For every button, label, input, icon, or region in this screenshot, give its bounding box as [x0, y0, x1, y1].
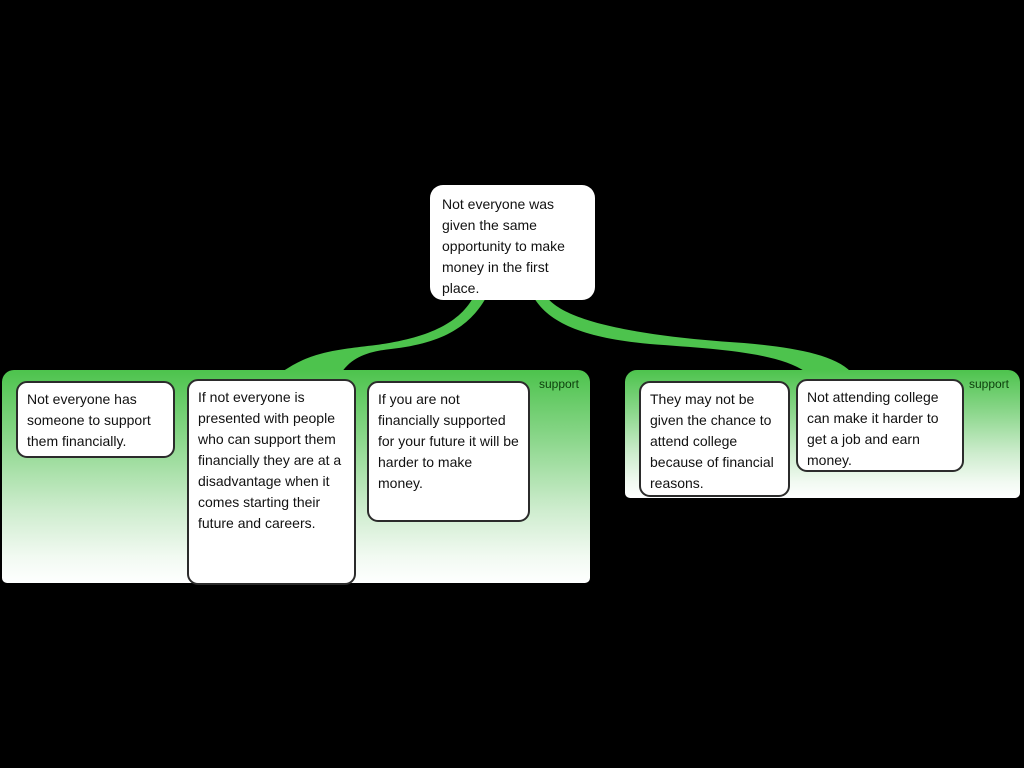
reason-box[interactable]: They may not be given the chance to atte… [639, 381, 790, 497]
root-claim-box[interactable]: Not everyone was given the same opportun… [430, 185, 595, 300]
support-group-2[interactable]: support They may not be given the chance… [625, 370, 1020, 498]
reason-box[interactable]: If not everyone is presented with people… [187, 379, 356, 585]
reason-box[interactable]: If you are not financially supported for… [367, 381, 530, 522]
connector-left-support [282, 296, 487, 372]
support-group-1-label: support [538, 377, 579, 391]
reason-box[interactable]: Not attending college can make it harder… [796, 379, 964, 472]
reason-box[interactable]: Not everyone has someone to support them… [16, 381, 175, 458]
support-group-2-label: support [968, 377, 1009, 391]
support-group-1[interactable]: support Not everyone has someone to supp… [2, 370, 590, 585]
connector-right-support [533, 296, 851, 372]
